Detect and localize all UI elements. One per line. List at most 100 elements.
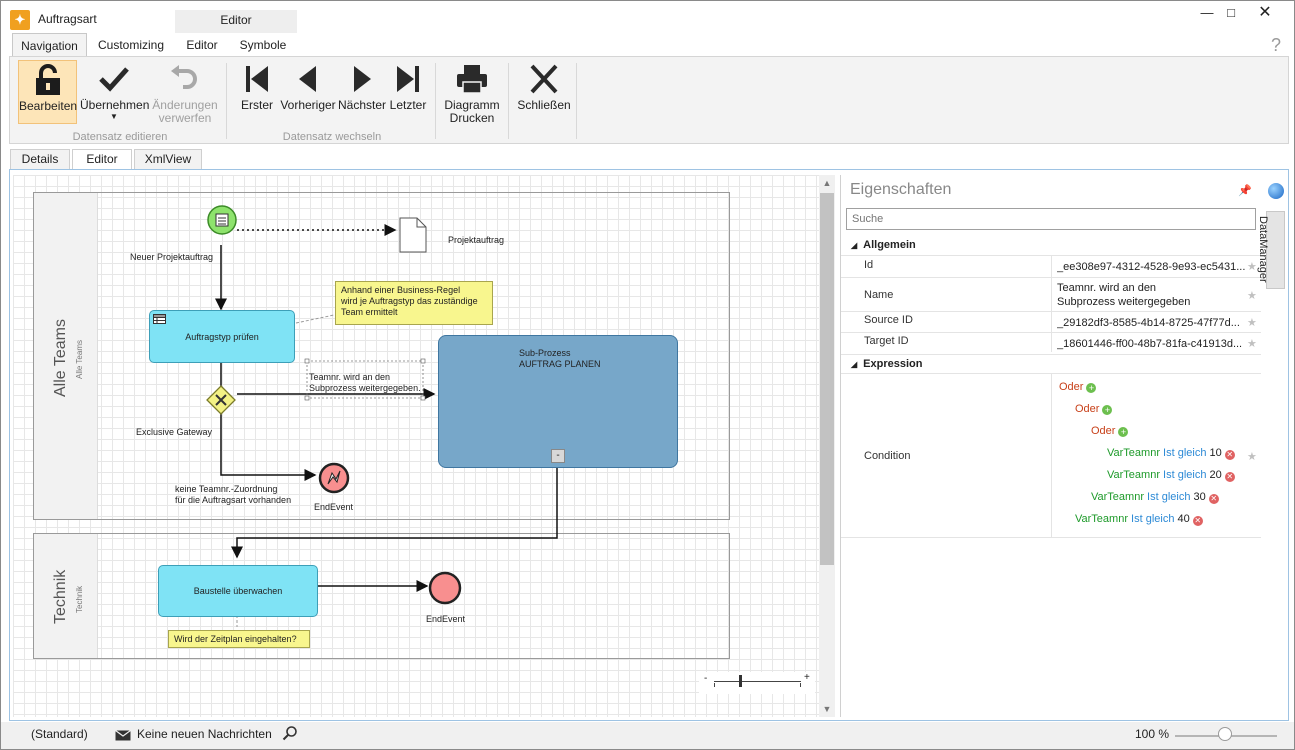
tab-customizing[interactable]: Customizing: [97, 38, 165, 52]
bearbeiten-button[interactable]: Bearbeiten: [18, 60, 77, 124]
tab-navigation[interactable]: Navigation: [12, 33, 87, 57]
annotation-zeitplan[interactable]: Wird der Zeitplan eingehalten?: [168, 630, 310, 648]
condition-leaf[interactable]: VarTeamnr Ist gleich 30✕: [1091, 491, 1219, 504]
zoom-thumb[interactable]: [739, 675, 742, 687]
naechster-button[interactable]: Nächster: [338, 60, 386, 124]
scroll-thumb[interactable]: [820, 193, 834, 565]
task-auftragstyp-pruefen[interactable]: Auftragstyp prüfen: [149, 310, 295, 363]
comparison-value[interactable]: 20: [1209, 469, 1222, 481]
condition-node-oder[interactable]: Oder+: [1075, 403, 1113, 415]
add-condition-icon[interactable]: +: [1102, 405, 1113, 415]
remove-condition-icon[interactable]: ✕: [1192, 516, 1203, 526]
lane-technik[interactable]: Technik Technik: [33, 533, 730, 659]
comparison-value[interactable]: 30: [1193, 491, 1206, 503]
aenderungen-verwerfen-button[interactable]: Änderungen verwerfen: [151, 60, 219, 125]
property-row-target-id[interactable]: Target ID _18601446-ff00-48b7-81fa-c4191…: [841, 332, 1261, 353]
subprocess-auftrag-planen[interactable]: Sub-Prozess AUFTRAG PLANEN -: [438, 335, 678, 468]
zoom-out-button[interactable]: -: [704, 673, 708, 684]
tab-details[interactable]: Details: [10, 149, 70, 170]
help-icon[interactable]: ?: [1270, 35, 1281, 55]
schliessen-button[interactable]: Schließen: [515, 60, 573, 124]
collapse-triangle-icon[interactable]: ◢: [851, 241, 858, 250]
properties-search-input[interactable]: [846, 208, 1256, 230]
canvas-zoom-widget[interactable]: - +: [699, 672, 815, 694]
variable-name[interactable]: VarTeamnr: [1107, 447, 1160, 459]
star-icon[interactable]: ★: [1247, 451, 1257, 463]
lane-alle-teams[interactable]: Alle Teams Alle Teams: [33, 192, 730, 520]
tab-editor[interactable]: Editor: [186, 38, 218, 52]
property-value[interactable]: Teamnr. wird an den Subprozess weitergeg…: [1057, 281, 1247, 309]
variable-name[interactable]: VarTeamnr: [1075, 513, 1128, 525]
comparison-value[interactable]: 10: [1209, 447, 1222, 459]
task-baustelle-ueberwachen[interactable]: Baustelle überwachen: [158, 565, 318, 617]
datamanager-side-tab[interactable]: DataManager: [1257, 211, 1285, 289]
flow-label[interactable]: Teamnr. wird an den Subprozess weitergeg…: [309, 372, 421, 394]
erster-button[interactable]: Erster: [234, 60, 280, 124]
letzter-button[interactable]: Letzter: [388, 60, 428, 124]
comparison-operator[interactable]: Ist gleich: [1131, 513, 1175, 525]
maximize-icon[interactable]: □: [1227, 5, 1235, 20]
diagramm-drucken-button[interactable]: Diagramm Drucken: [442, 60, 502, 125]
status-profile[interactable]: (Standard): [31, 727, 88, 741]
variable-name[interactable]: VarTeamnr: [1107, 469, 1160, 481]
or-operator: Oder: [1059, 381, 1084, 393]
condition-node-oder[interactable]: Oder+: [1091, 425, 1129, 437]
scroll-up-icon[interactable]: ▲: [822, 178, 832, 188]
variable-name[interactable]: VarTeamnr: [1091, 491, 1144, 503]
comparison-value[interactable]: 40: [1177, 513, 1190, 525]
star-icon[interactable]: ★: [1247, 338, 1257, 350]
properties-title: Eigenschaften: [850, 181, 952, 198]
condition-leaf[interactable]: VarTeamnr Ist gleich 10✕: [1107, 447, 1235, 460]
pin-icon[interactable]: 📌: [1238, 185, 1252, 197]
zoom-track[interactable]: [714, 681, 801, 682]
add-condition-icon[interactable]: +: [1118, 427, 1129, 437]
end-event-icon[interactable]: [428, 571, 462, 605]
data-object-icon[interactable]: [398, 216, 428, 254]
collapse-triangle-icon[interactable]: ◢: [851, 360, 858, 369]
property-value[interactable]: _ee308e97-4312-4528-9e93-ec5431...: [1057, 261, 1246, 273]
condition-leaf[interactable]: VarTeamnr Ist gleich 40✕: [1075, 513, 1203, 526]
globe-icon[interactable]: [1268, 183, 1284, 199]
canvas-scrollbar[interactable]: ▲ ▼: [819, 175, 835, 717]
status-messages[interactable]: Keine neuen Nachrichten: [137, 727, 272, 741]
property-value[interactable]: _29182df3-8585-4b14-8725-47f77d...: [1057, 317, 1240, 329]
star-icon[interactable]: ★: [1247, 317, 1257, 329]
exclusive-gateway-icon[interactable]: [205, 384, 237, 416]
comparison-operator[interactable]: Ist gleich: [1163, 469, 1207, 481]
collapse-subprocess-button[interactable]: -: [551, 449, 565, 463]
property-row-id[interactable]: Id _ee308e97-4312-4528-9e93-ec5431... ★: [841, 255, 1261, 277]
zoom-ticks: [714, 683, 801, 687]
comparison-operator[interactable]: Ist gleich: [1163, 447, 1207, 459]
section-expression[interactable]: ◢Expression: [841, 354, 1261, 373]
condition-node-oder[interactable]: Oder+: [1059, 381, 1097, 393]
status-zoom-knob[interactable]: [1218, 727, 1232, 741]
comparison-operator[interactable]: Ist gleich: [1147, 491, 1191, 503]
condition-leaf[interactable]: VarTeamnr Ist gleich 20✕: [1107, 469, 1235, 482]
naechster-label: Nächster: [338, 98, 387, 112]
remove-condition-icon[interactable]: ✕: [1224, 450, 1235, 460]
annotation-business-regel[interactable]: Anhand einer Business-Regel wird je Auft…: [335, 281, 493, 325]
bpmn-canvas[interactable]: Alle Teams Alle Teams Technik Technik: [13, 175, 819, 717]
property-row-name[interactable]: Name Teamnr. wird an den Subprozess weit…: [841, 277, 1261, 311]
minimize-icon[interactable]: —: [1200, 5, 1214, 20]
tab-symbole[interactable]: Symbole: [239, 38, 287, 52]
section-allgemein[interactable]: ◢Allgemein: [841, 236, 1261, 255]
uebernehmen-button[interactable]: Übernehmen ▼: [80, 60, 149, 124]
property-row-source-id[interactable]: Source ID _29182df3-8585-4b14-8725-47f77…: [841, 311, 1261, 332]
tab-editor-doc[interactable]: Editor: [72, 149, 132, 171]
add-condition-icon[interactable]: +: [1086, 383, 1097, 393]
property-value[interactable]: _18601446-ff00-48b7-81fa-c41913d...: [1057, 338, 1243, 350]
error-end-event-icon[interactable]: [318, 462, 350, 494]
close-window-icon[interactable]: ✕: [1258, 4, 1272, 21]
remove-condition-icon[interactable]: ✕: [1208, 494, 1219, 504]
vorheriger-button[interactable]: Vorheriger: [280, 60, 336, 124]
scroll-down-icon[interactable]: ▼: [822, 704, 832, 714]
remove-condition-icon[interactable]: ✕: [1224, 472, 1235, 482]
property-row-condition[interactable]: Condition ★ Oder+ Oder+ Oder+ VarTeamnr …: [841, 373, 1261, 538]
start-event-icon[interactable]: [206, 204, 238, 236]
star-icon[interactable]: ★: [1247, 261, 1257, 273]
star-icon[interactable]: ★: [1247, 290, 1257, 302]
search-icon[interactable]: [282, 725, 298, 741]
tab-xmlview[interactable]: XmlView: [134, 149, 202, 170]
zoom-in-button[interactable]: +: [804, 672, 810, 683]
